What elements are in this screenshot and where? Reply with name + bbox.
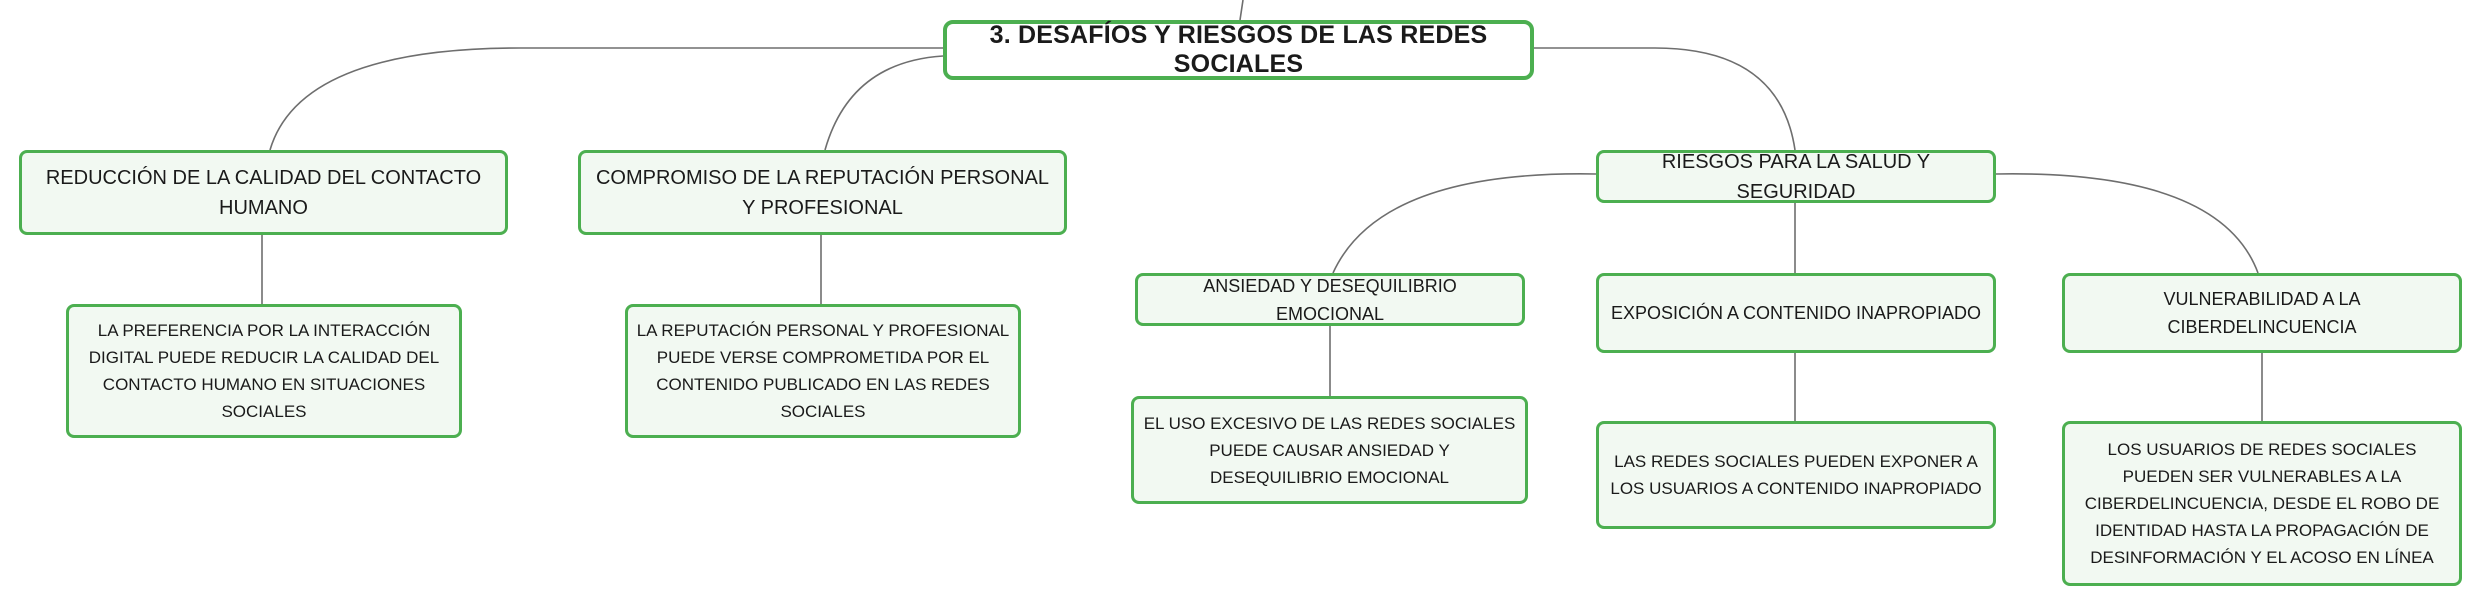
sub-label: ANSIEDAD Y DESEQUILIBRIO EMOCIONAL [1203,275,1457,324]
sub-node-ciberdelincuencia[interactable]: VULNERABILIDAD A LA CIBERDELINCUENCIA [2062,273,2462,353]
detail-label: EL USO EXCESIVO DE LAS REDES SOCIALES PU… [1143,413,1516,487]
branch-label: COMPROMISO DE LA REPUTACIÓN PERSONAL Y P… [595,166,1050,219]
detail-node-ciberdelincuencia[interactable]: LOS USUARIOS DE REDES SOCIALES PUEDEN SE… [2062,421,2462,586]
connector-root-branch-2 [824,55,944,151]
detail-label: LA REPUTACIÓN PERSONAL Y PROFESIONAL PUE… [636,321,1010,421]
sub-node-contenido-inapropiado[interactable]: EXPOSICIÓN A CONTENIDO INAPROPIADO [1596,273,1996,353]
root-topic-label: 3. DESAFÍOS Y RIESGOS DE LAS REDES SOCIA… [989,21,1488,78]
detail-label: LA PREFERENCIA POR LA INTERACCIÓN DIGITA… [88,321,440,421]
detail-label: LOS USUARIOS DE REDES SOCIALES PUEDEN SE… [2084,440,2440,567]
detail-node-ansiedad[interactable]: EL USO EXCESIVO DE LAS REDES SOCIALES PU… [1131,396,1528,504]
sub-label: VULNERABILIDAD A LA CIBERDELINCUENCIA [2163,289,2361,337]
connector-branch-3-sub-1 [1332,173,1597,274]
branch-label: REDUCCIÓN DE LA CALIDAD DEL CONTACTO HUM… [45,166,482,219]
connector-root-parent [1239,0,1244,21]
connector-root-branch-1 [269,47,943,151]
detail-node-contenido-inapropiado[interactable]: LAS REDES SOCIALES PUEDEN EXPONER A LOS … [1596,421,1996,529]
connector-branch-3-sub-3 [1995,173,2259,274]
branch-label: RIESGOS PARA LA SALUD Y SEGURIDAD [1661,150,1931,203]
detail-label: LAS REDES SOCIALES PUEDEN EXPONER A LOS … [1610,452,1982,498]
branch-node-reputacion[interactable]: COMPROMISO DE LA REPUTACIÓN PERSONAL Y P… [578,150,1067,235]
root-topic[interactable]: 3. DESAFÍOS Y RIESGOS DE LAS REDES SOCIA… [943,20,1534,80]
sub-label: EXPOSICIÓN A CONTENIDO INAPROPIADO [1610,303,1982,323]
detail-node-reputacion[interactable]: LA REPUTACIÓN PERSONAL Y PROFESIONAL PUE… [625,304,1021,438]
detail-node-contacto-humano[interactable]: LA PREFERENCIA POR LA INTERACCIÓN DIGITA… [66,304,462,438]
sub-node-ansiedad[interactable]: ANSIEDAD Y DESEQUILIBRIO EMOCIONAL [1135,273,1525,326]
branch-node-salud-seguridad[interactable]: RIESGOS PARA LA SALUD Y SEGURIDAD [1596,150,1996,203]
connector-root-branch-3 [1534,47,1796,151]
branch-node-contacto-humano[interactable]: REDUCCIÓN DE LA CALIDAD DEL CONTACTO HUM… [19,150,508,235]
